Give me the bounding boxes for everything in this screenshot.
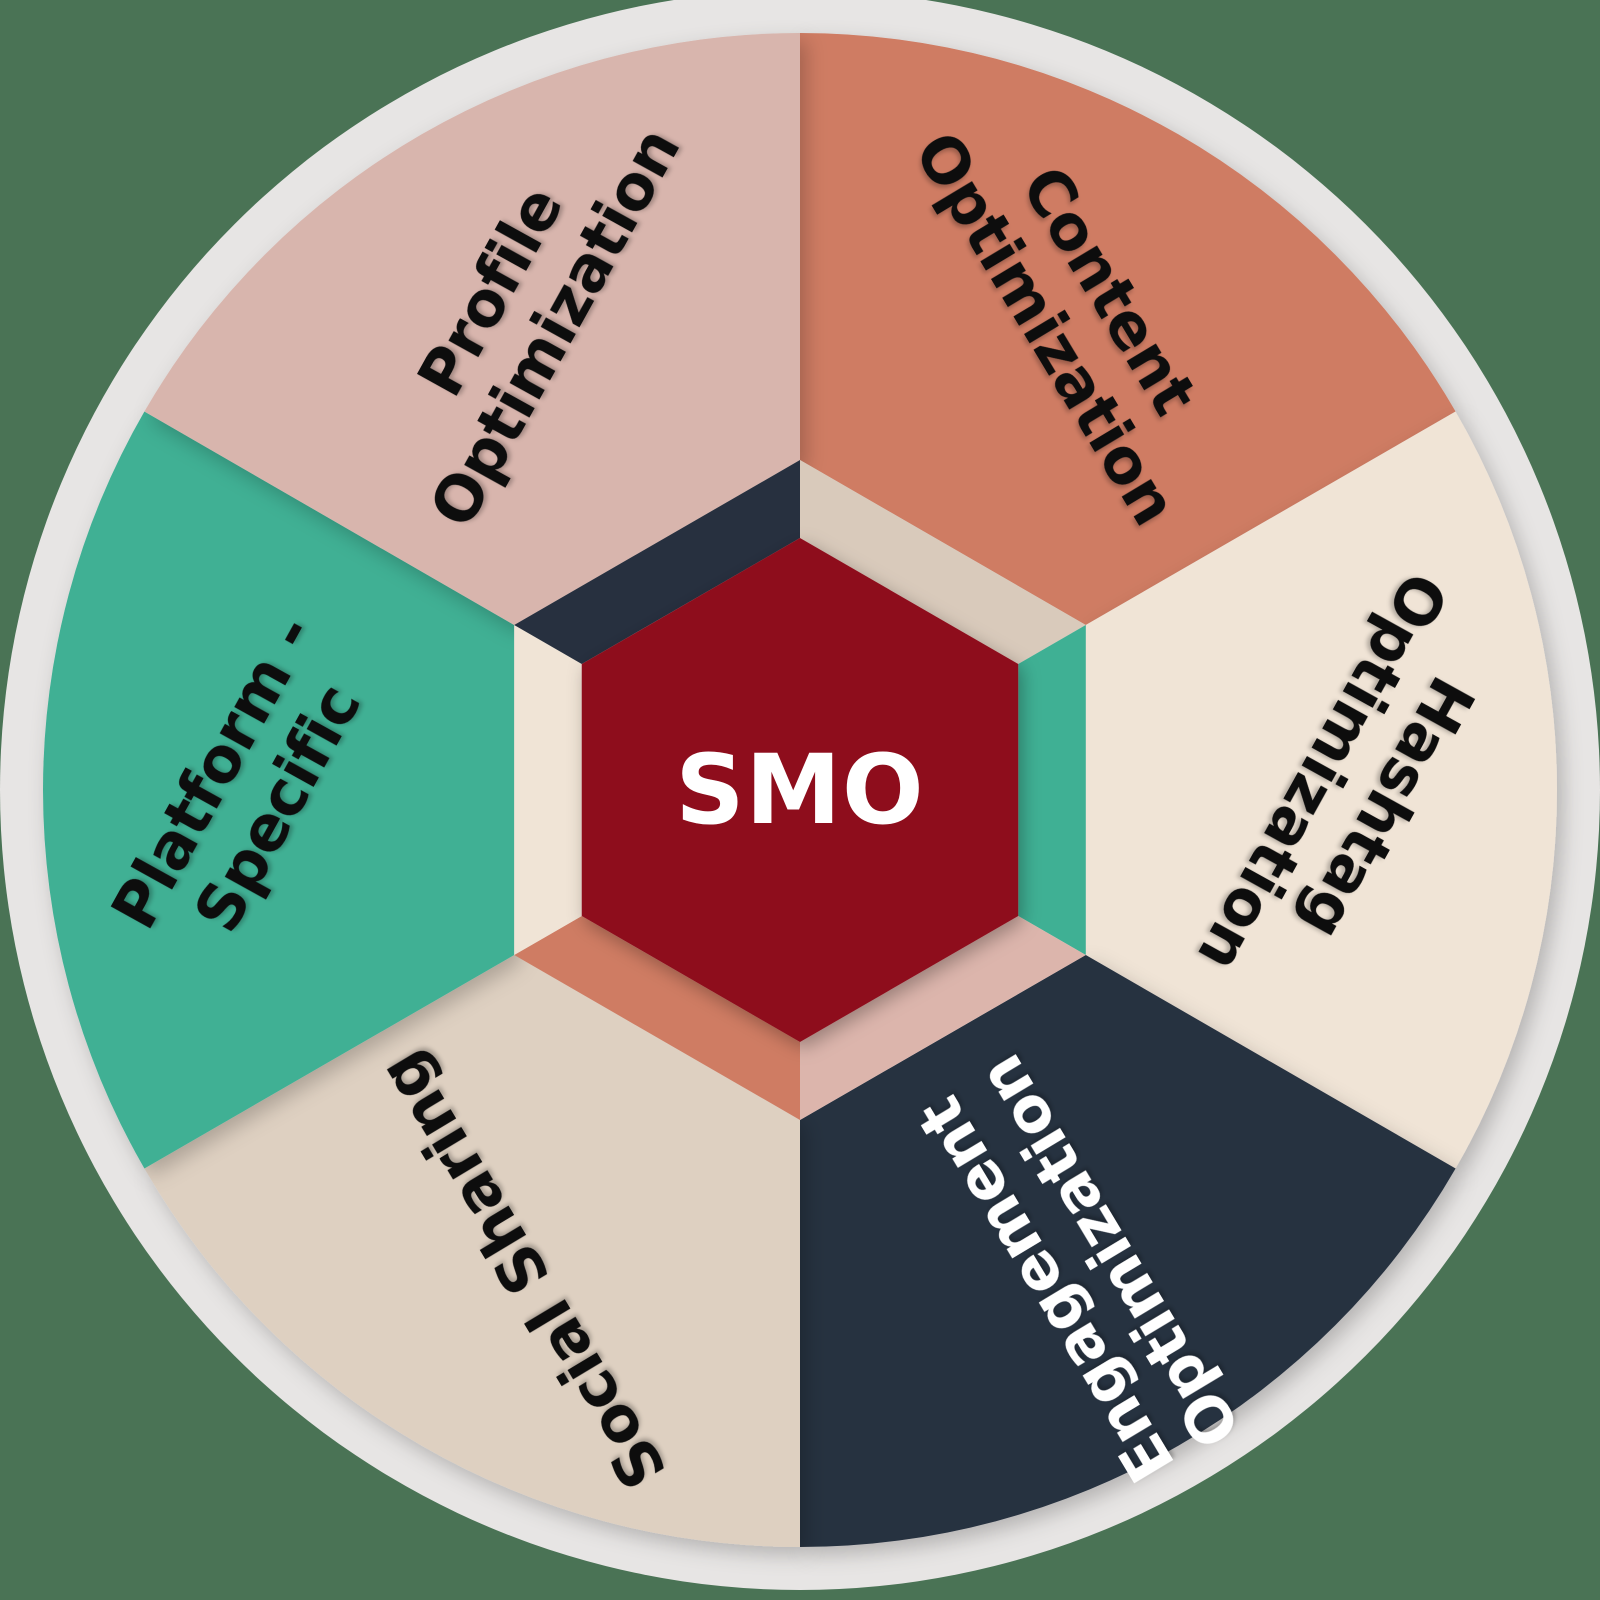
center-hexagon[interactable] (581, 538, 1019, 1042)
inner-wall-platform-specific (514, 625, 582, 955)
inner-wall-engagement-optimization (800, 916, 1086, 1120)
inner-wall-group (514, 460, 1086, 1120)
sector-content-optimization[interactable] (800, 33, 1456, 625)
sector-platform-specific[interactable] (42, 411, 515, 1169)
inner-wall-profile-optimization (514, 460, 800, 664)
sector-social-sharing[interactable] (144, 955, 800, 1547)
inner-wall-content-optimization (800, 460, 1086, 664)
sector-group (42, 33, 1557, 1547)
center-label: SMO (675, 734, 924, 846)
inner-wall-social-sharing (514, 916, 800, 1120)
inner-wall-hashtag-optimization (1018, 625, 1086, 955)
sector-hashtag-optimization[interactable] (1085, 411, 1557, 1169)
sector-engagement-optimization[interactable] (800, 955, 1456, 1547)
sector-profile-optimization[interactable] (144, 33, 800, 625)
